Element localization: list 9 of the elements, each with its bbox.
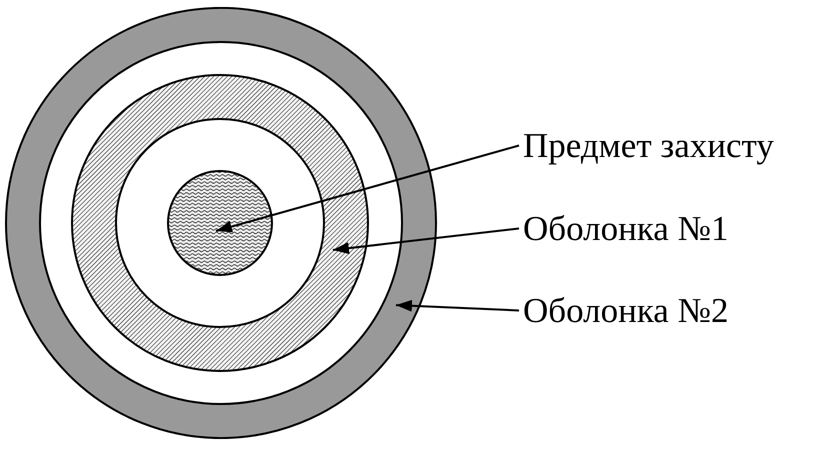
part-label: Оболонка №2 — [523, 293, 728, 328]
part-label: Оболонка №1 — [523, 211, 728, 246]
part-label: Предмет захисту — [523, 128, 774, 163]
leader-arrow — [332, 228, 520, 254]
leader-arrow — [396, 300, 520, 312]
hatched-ring — [71, 74, 369, 372]
core-circle — [167, 170, 273, 276]
leader-arrow — [216, 144, 520, 232]
outer-ring — [5, 7, 437, 439]
